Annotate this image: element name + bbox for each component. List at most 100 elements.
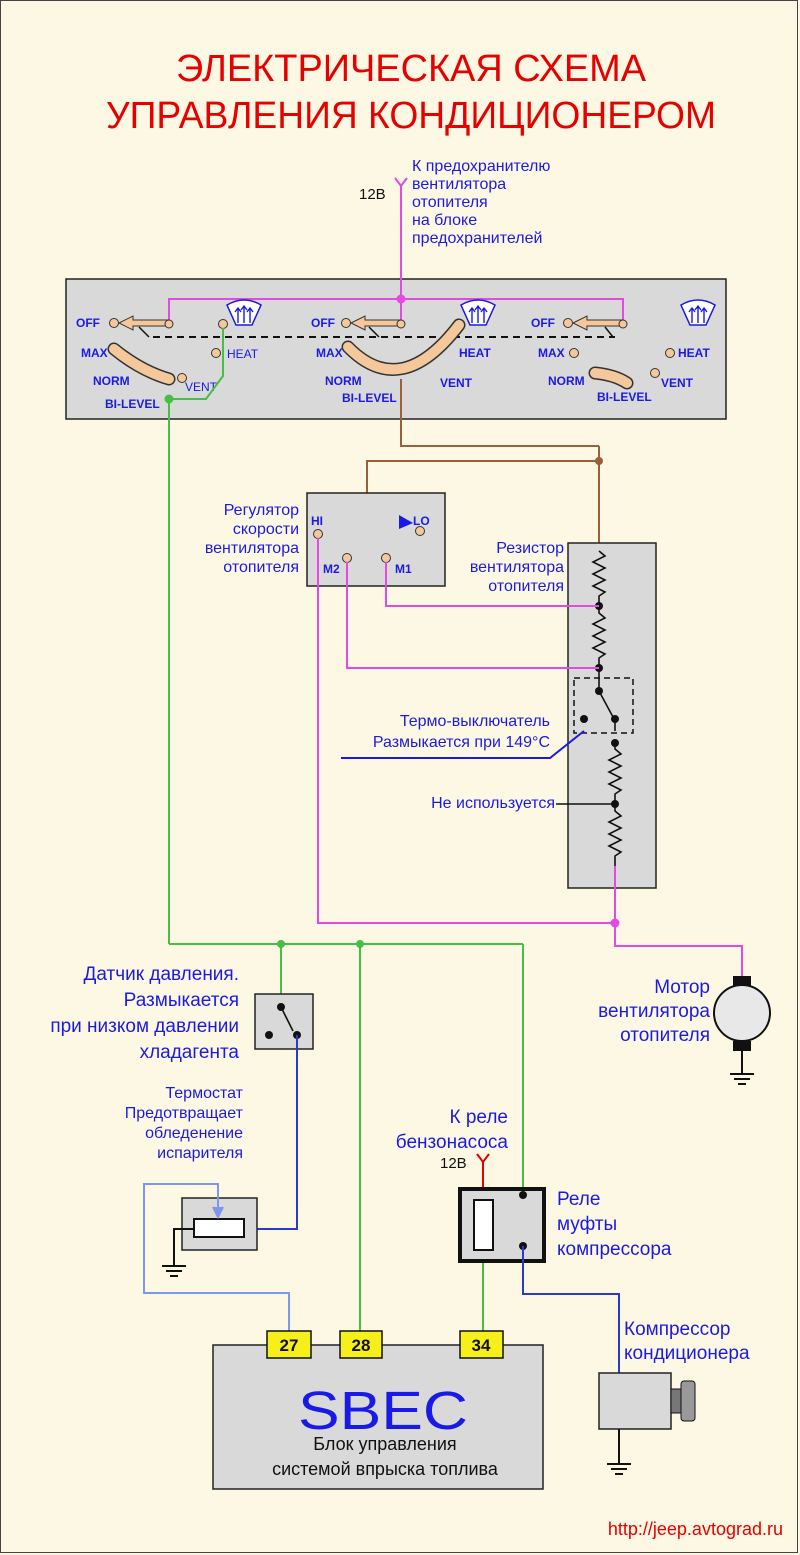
sw3-norm-label: NORM [548,374,585,388]
fuse-label-5: предохранителей [412,230,542,247]
sw1-norm-label: NORM [93,374,130,388]
svg-text:при низком давлении: при низком давлении [50,1016,239,1037]
blue-wire-compressor [522,1246,620,1373]
sw3-bilevel-label: BI-LEVEL [597,390,652,404]
svg-text:испарителя: испарителя [157,1145,243,1162]
fan-icon [226,299,262,326]
blower-motor [713,976,771,1051]
svg-text:Размыкается: Размыкается [124,990,239,1011]
ground-icon [162,1228,194,1277]
resistor-label: Резистор вентилятора отопителя [470,540,564,595]
svg-text:27: 27 [280,1336,299,1355]
svg-text:Регулятор: Регулятор [224,502,299,519]
sw2-bilevel-label: BI-LEVEL [342,391,397,405]
title-line-2: УПРАВЛЕНИЯ КОНДИЦИОНЕРОМ [106,95,716,137]
sw2-heat-label: HEAT [459,346,491,360]
fan-icon [460,299,496,326]
svg-text:Термостат: Термостат [165,1085,243,1102]
sbec-desc-2: системой впрыска топлива [272,1459,499,1479]
svg-text:скорости: скорости [233,521,299,538]
compressor-label: Компрессор кондиционера [624,1319,750,1364]
svg-text:вентилятора: вентилятора [598,1001,710,1022]
svg-text:Реле: Реле [557,1189,600,1210]
pressure-sensor-label: Датчик давления. Размыкается при низком … [50,964,239,1063]
svg-text:хладагента: хладагента [140,1042,240,1063]
fuse-label-2: вентилятора [412,176,506,193]
thermo-switch-box [573,677,634,734]
sw2-vent-label: VENT [440,376,473,390]
fuel-pump-voltage: 12В [440,1155,467,1172]
fuel-pump-label: К реле бензонасоса 12В [396,1107,509,1200]
title-line-1: ЭЛЕКТРИЧЕСКАЯ СХЕМА [176,48,647,90]
pressure-sensor [254,993,314,1050]
compressor-pulley [670,1380,696,1422]
svg-text:вентилятора: вентилятора [205,540,299,557]
blue-wire-thermostat [245,1035,298,1230]
svg-text:кондиционера: кондиционера [624,1343,750,1364]
sbec-desc-1: Блок управления [313,1434,456,1454]
svg-text:обледенение: обледенение [145,1125,243,1142]
svg-text:компрессора: компрессора [557,1239,672,1260]
sbec-pin-34: 34 [459,1330,504,1359]
compressor-clutch-relay [458,1187,546,1263]
resistor-nodes [580,602,619,808]
svg-text:отопителя: отопителя [620,1025,710,1046]
fan-icon [680,299,716,326]
regulator-hi-label: HI [311,514,323,528]
clutch-relay-label: Реле муфты компрессора [557,1189,672,1260]
sw3-off-label: OFF [531,316,555,330]
ground-icon [607,1429,631,1475]
fuse-connection: 12В К предохранителю вентилятора отопите… [359,158,550,247]
fuse-voltage: 12В [359,186,386,203]
sbec-pin-27: 27 [266,1330,312,1359]
svg-text:муфты: муфты [557,1214,617,1235]
svg-text:отопителя: отопителя [223,559,299,576]
sw2-off-label: OFF [311,316,335,330]
fuse-label-4: на блоке [412,212,477,229]
mode-switch-panel [65,278,727,420]
relay-coil [473,1199,494,1251]
sw1-max-label: MAX [81,346,108,360]
sw2-norm-label: NORM [325,374,362,388]
fan-speed-regulator [306,492,446,587]
svg-text:Мотор: Мотор [654,977,710,998]
resistor-chain [591,550,623,866]
mode-switch-3: OFF MAX NORM BI-LEVEL VENT HEAT [531,315,710,404]
sw1-off-label: OFF [76,316,100,330]
not-used-label: Не используется [431,795,555,812]
thermostat-label: Термостат Предотвращает обледенение испа… [125,1085,244,1162]
svg-text:бензонасоса: бензонасоса [396,1132,509,1153]
svg-text:К реле: К реле [449,1107,508,1128]
mode-switch-2: OFF MAX NORM BI-LEVEL VENT HEAT [311,315,491,405]
sw3-heat-label: HEAT [678,346,710,360]
regulator-lo-label: LO [413,514,430,528]
site-url[interactable]: http://jeep.avtograd.ru [608,1519,783,1539]
svg-text:Компрессор: Компрессор [624,1319,730,1340]
svg-text:отопителя: отопителя [488,578,564,595]
regulator-contacts [313,515,425,563]
fuse-label-1: К предохранителю [412,158,550,175]
thermostat-sense-wire [143,1183,290,1331]
ac-compressor [598,1372,672,1430]
svg-text:34: 34 [472,1336,491,1355]
svg-text:вентилятора: вентилятора [470,559,564,576]
sbec-module [212,1344,544,1490]
regulator-m2-label: M2 [323,562,340,576]
ground-icon [730,1051,754,1085]
sw1-heat-label: HEAT [227,347,259,361]
svg-text:Термо-выключатель: Термо-выключатель [400,713,550,730]
motor-label: Мотор вентилятора отопителя [598,977,710,1046]
svg-text:Предотвращает: Предотвращает [125,1105,244,1122]
thermo-switch-label: Термо-выключатель Размыкается при 149°C [341,713,585,759]
sbec-title: SBEC [298,1381,468,1441]
thermostat-resistor [193,1218,245,1238]
sbec-pin-28: 28 [339,1330,383,1359]
sw2-max-label: MAX [316,346,343,360]
magenta-speed-wires [317,538,743,976]
svg-text:Размыкается при 149°C: Размыкается при 149°C [373,734,550,751]
sw1-bilevel-label: BI-LEVEL [105,397,160,411]
fuse-label-3: отопителя [412,194,488,211]
svg-text:28: 28 [352,1336,371,1355]
